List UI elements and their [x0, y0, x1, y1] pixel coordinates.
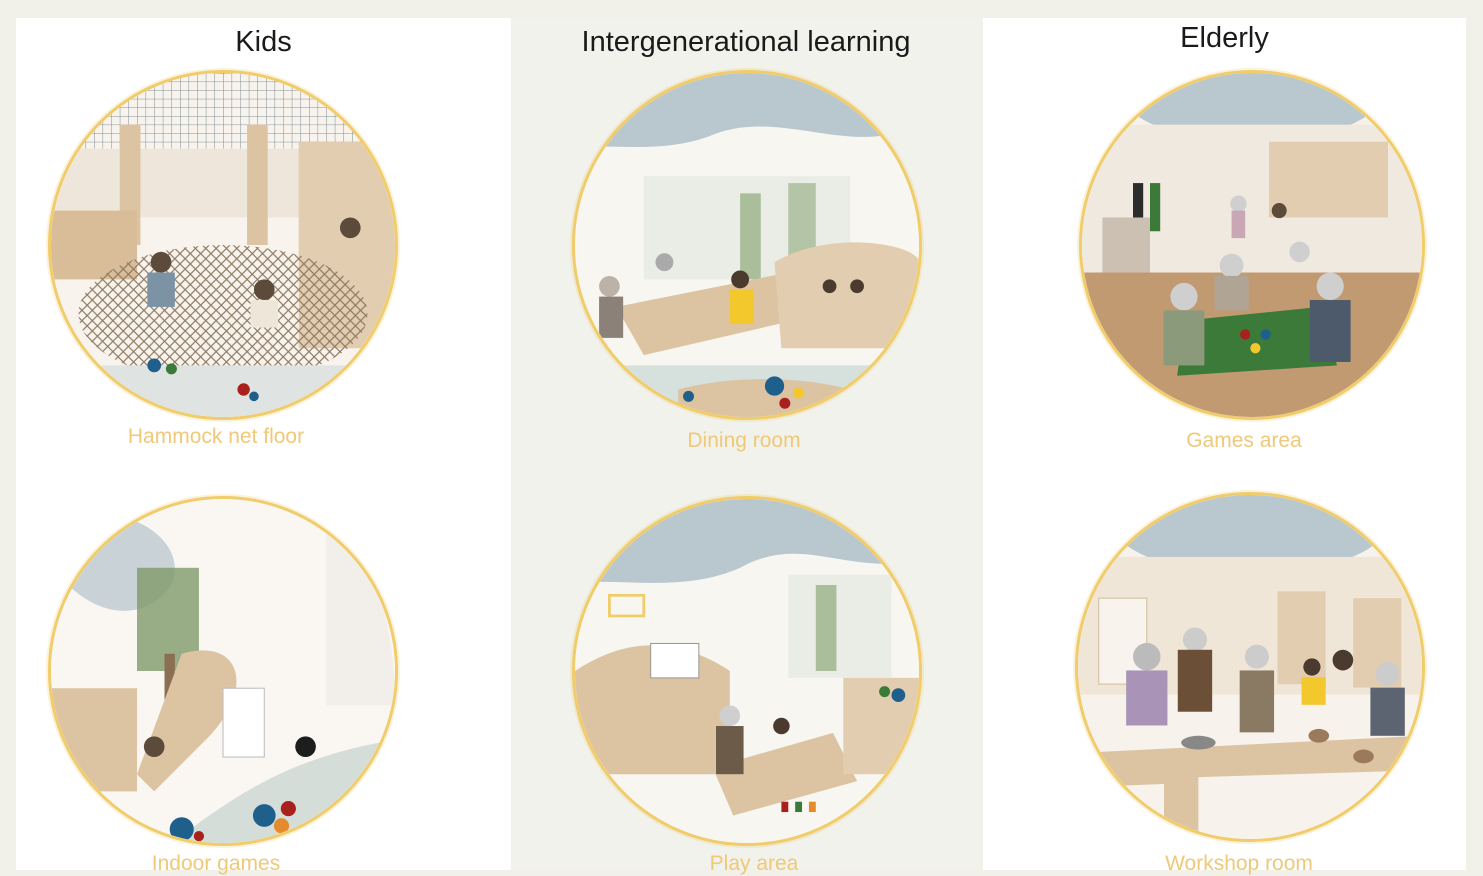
caption-hammock-net-floor: Hammock net floor	[127, 425, 305, 448]
scene-dining-room	[572, 70, 922, 420]
scene-workshop-room	[1075, 492, 1425, 842]
column-title-kids: Kids	[235, 26, 292, 58]
caption-games-area: Games area	[1186, 429, 1302, 452]
column-title-elderly: Elderly	[1180, 22, 1269, 54]
scene-hammock-net-floor	[48, 70, 398, 420]
dining-room-illustration	[575, 73, 919, 417]
scene-indoor-games	[48, 496, 398, 846]
play-area-illustration	[575, 499, 919, 843]
column-elderly: Elderly Games area	[983, 18, 1466, 875]
caption-indoor-games: Indoor games	[151, 852, 281, 875]
caption-workshop-room: Workshop room	[1165, 852, 1313, 875]
workshop-room-illustration	[1078, 495, 1422, 839]
caption-play-area: Play area	[709, 852, 799, 875]
column-kids: Kids	[16, 18, 511, 875]
indoor-games-illustration	[51, 499, 395, 843]
column-intergenerational-learning: Intergenerational learning Dining room	[512, 18, 980, 875]
column-title-intergenerational-learning: Intergenerational learning	[581, 26, 911, 58]
scene-games-area	[1079, 70, 1425, 420]
hammock-net-floor-illustration	[51, 73, 395, 417]
scene-play-area	[572, 496, 922, 846]
games-area-illustration	[1082, 73, 1422, 417]
caption-dining-room: Dining room	[687, 429, 801, 452]
